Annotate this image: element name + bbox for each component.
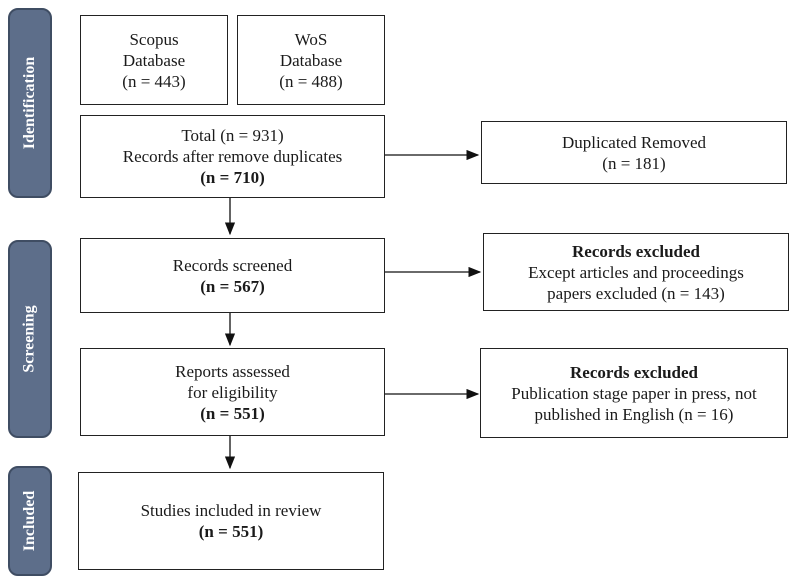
total-records-box: Total (n = 931) Records after remove dup… bbox=[80, 115, 385, 198]
excluded1-line2: Except articles and proceedings bbox=[528, 262, 744, 282]
excluded2-line2: Publication stage paper in press, not bbox=[511, 383, 757, 403]
included-count: (n = 551) bbox=[198, 522, 264, 541]
duplicated-count: (n = 181) bbox=[602, 153, 666, 173]
duplicated-removed-box: Duplicated Removed (n = 181) bbox=[481, 121, 787, 184]
wos-line2: Database bbox=[279, 50, 343, 70]
excluded1-title: Records excluded bbox=[572, 241, 700, 261]
stage-identification: Identification bbox=[8, 8, 52, 198]
records-excluded-box-1: Records excluded Except articles and pro… bbox=[483, 233, 789, 311]
scopus-count: (n = 443) bbox=[122, 71, 186, 91]
assessed-count: (n = 551) bbox=[200, 403, 265, 423]
assessed-line1: Reports assessed bbox=[175, 361, 290, 381]
scopus-database-box: Scopus Database (n = 443) bbox=[80, 15, 228, 105]
excluded2-title: Records excluded bbox=[570, 362, 698, 382]
duplicated-line1: Duplicated Removed bbox=[562, 132, 706, 152]
total-count: (n = 710) bbox=[200, 168, 265, 187]
records-excluded-box-2: Records excluded Publication stage paper… bbox=[480, 348, 788, 438]
stage-screening: Screening bbox=[8, 240, 52, 438]
assessed-line2: for eligibility bbox=[187, 382, 278, 402]
screened-count: (n = 567) bbox=[200, 276, 265, 296]
scopus-line1: Scopus bbox=[129, 29, 179, 49]
stage-included: Included bbox=[8, 466, 52, 576]
excluded2-line3: published in English (n = 16) bbox=[534, 404, 734, 424]
screened-line1: Records screened bbox=[172, 255, 293, 275]
reports-assessed-box: Reports assessed for eligibility (n = 55… bbox=[80, 348, 385, 436]
studies-included-box: Studies included in review (n = 551) bbox=[78, 472, 384, 570]
scopus-line2: Database bbox=[122, 50, 186, 70]
records-screened-box: Records screened (n = 567) bbox=[80, 238, 385, 313]
wos-count: (n = 488) bbox=[279, 71, 343, 91]
wos-database-box: WoS Database (n = 488) bbox=[237, 15, 385, 105]
total-line2: Records after remove duplicates bbox=[122, 147, 343, 166]
total-line1: Total (n = 931) bbox=[181, 126, 284, 145]
included-line1: Studies included in review bbox=[140, 501, 322, 520]
excluded1-line3: papers excluded (n = 143) bbox=[547, 283, 725, 303]
wos-line1: WoS bbox=[294, 29, 328, 49]
